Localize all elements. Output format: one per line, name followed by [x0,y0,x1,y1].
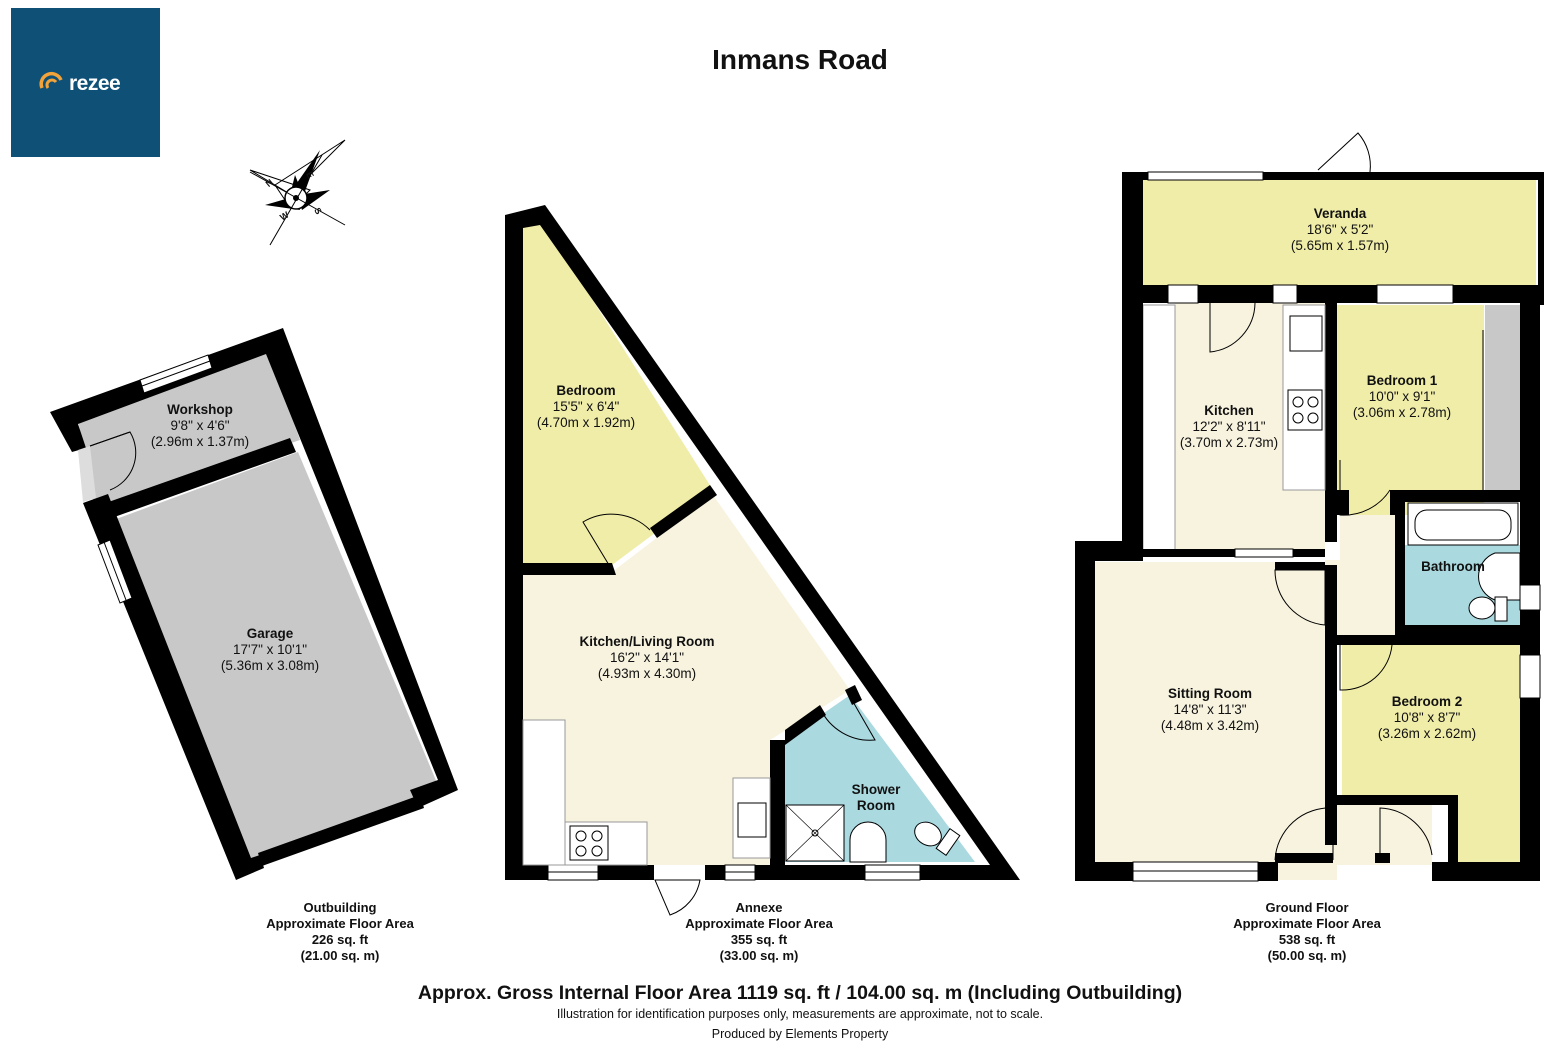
brand-name: rezee [69,72,121,95]
room-label-shower-room: Shower Room [851,782,901,813]
annexe-bedroom-floor [523,225,713,565]
disclaimer: Illustration for identification purposes… [556,1007,1044,1021]
outbuilding-plan [50,328,458,880]
veranda-floor [1143,180,1536,285]
room-label-bathroom: Bathroom [1421,559,1485,574]
bedroom2-floor [1342,645,1520,862]
ground-floor-plan [1075,132,1544,882]
garage-floor [108,452,440,860]
bedroom1-floor [1337,305,1484,515]
workshop-floor [78,350,300,510]
house-logo-icon [39,71,63,89]
compass-icon [249,139,346,246]
page-title: Inmans Road [712,44,888,75]
gross-area: Approx. Gross Internal Floor Area 1119 s… [417,982,1183,1004]
kitchen-living-floor [523,495,850,865]
producer-credit: Produced by Elements Property [711,1027,889,1041]
brand-logo: rezee [11,8,160,157]
annexe-plan [505,205,1020,916]
sitting-room-floor [1095,515,1432,880]
